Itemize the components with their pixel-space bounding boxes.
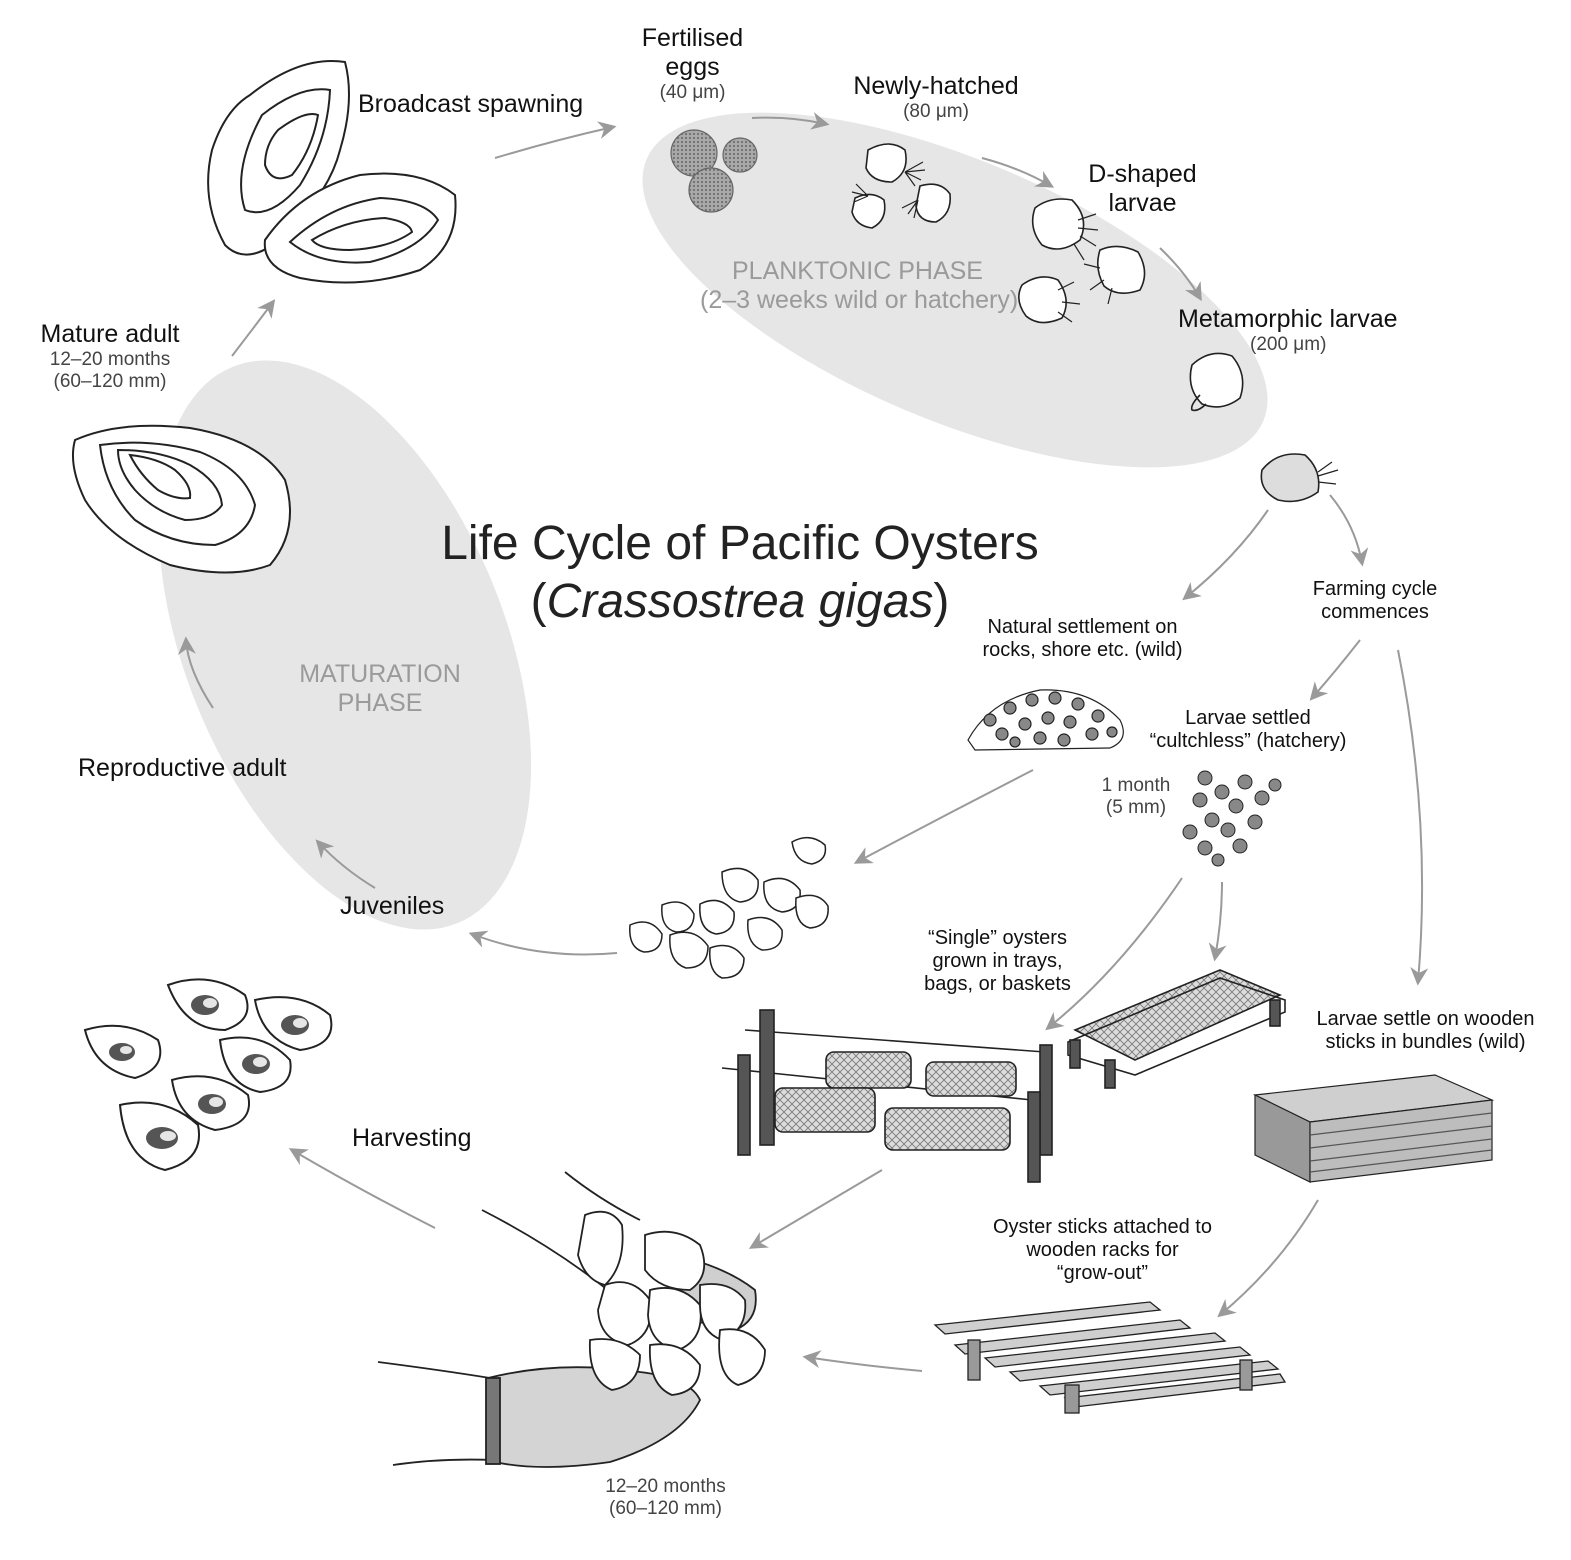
arrow-juveniles-to-reproductive <box>315 839 376 889</box>
harvest-oysters-illustration <box>83 978 333 1172</box>
arrow-spawning-to-eggs <box>494 121 617 159</box>
arrow-natural-to-juveniles <box>853 769 1034 864</box>
harvesting-label: Harvesting <box>352 1124 472 1152</box>
natural-settlement-label: Natural settlement on rocks, shore etc. … <box>982 616 1183 661</box>
arrow-to-natural-settlement <box>1182 509 1269 601</box>
maturation-phase-label: MATURATION PHASE <box>299 660 461 717</box>
arrow-dshaped-to-metamorphic <box>1159 247 1202 302</box>
title-line-2: (Crassostrea gigas) <box>530 574 950 628</box>
metamorphic-larva-illustration <box>1189 352 1339 503</box>
mature-adult-illustration <box>72 424 291 574</box>
diagram-title: Life Cycle of Pacific Oysters (Crassostr… <box>420 515 1060 630</box>
arrow-to-farming-cycle <box>1329 494 1369 567</box>
grow-out-racks-illustration <box>933 1301 1287 1414</box>
arrow-farming-to-sticks <box>1397 649 1429 986</box>
title-species-name: Crassostrea gigas <box>546 574 934 628</box>
arrow-juvseed-to-juveniles <box>468 930 618 956</box>
arrow-sticks-to-racks <box>1217 1199 1319 1318</box>
arrow-cultchless-to-lines <box>1045 877 1183 1031</box>
title-line-1: Life Cycle of Pacific Oysters <box>441 517 1039 570</box>
spawning-oyster-illustration <box>207 60 457 284</box>
reproductive-adult-label: Reproductive adult <box>78 754 287 782</box>
d-shaped-larvae-label: D-shaped larvae <box>1088 160 1197 217</box>
fertilised-eggs-illustration <box>670 129 758 213</box>
mature-adult-label: Mature adult 12–20 months (60–120 mm) <box>40 320 180 392</box>
newly-hatched-illustration <box>851 143 952 229</box>
one-month-label: 1 month (5 mm) <box>1101 775 1171 818</box>
wooden-sticks-label: Larvae settle on wooden sticks in bundle… <box>1316 1008 1535 1053</box>
fertilised-eggs-label: Fertilised eggs (40 μm) <box>641 24 744 103</box>
arrow-hatched-to-dshaped <box>981 157 1055 188</box>
arrow-racks-to-harvest <box>802 1350 923 1372</box>
cultchless-spat-illustration <box>1182 770 1282 867</box>
arrow-mature-to-spawning <box>231 299 276 357</box>
stick-bundles-illustration <box>1252 1074 1495 1183</box>
natural-settlement-illustration <box>967 689 1124 751</box>
cycle-arrows <box>177 112 1429 1372</box>
d-shaped-larvae-illustration <box>1018 198 1146 324</box>
metamorphic-larvae-label: Metamorphic larvae (200 μm) <box>1178 305 1398 355</box>
single-oysters-label: “Single” oysters grown in trays, bags, o… <box>924 927 1071 995</box>
longline-baskets-illustration <box>721 1009 1053 1183</box>
broadcast-spawning-label: Broadcast spawning <box>358 90 584 118</box>
arrow-cultchless-to-trays <box>1208 881 1227 962</box>
planktonic-phase-label: PLANKTONIC PHASE (2–3 weeks wild or hatc… <box>700 257 1019 314</box>
arrow-harvest-to-market <box>288 1148 436 1229</box>
arrow-farming-to-cultchless <box>1309 639 1361 701</box>
trestle-tray-illustration <box>1067 969 1286 1089</box>
farming-cycle-label: Farming cycle commences <box>1312 578 1438 623</box>
harvest-hands-illustration <box>377 1171 766 1468</box>
arrow-eggs-to-hatched <box>751 112 830 130</box>
grow-out-label: Oyster sticks attached to wooden racks f… <box>993 1216 1212 1284</box>
juveniles-label: Juveniles <box>340 892 445 920</box>
maturation-phase-area <box>158 360 532 930</box>
harvest-age-label: 12–20 months (60–120 mm) <box>605 1476 726 1519</box>
juvenile-oysters-illustration <box>629 836 829 979</box>
arrow-reproductive-to-mature <box>177 636 214 709</box>
arrow-lines-to-harvest <box>748 1169 883 1249</box>
newly-hatched-label: Newly-hatched (80 μm) <box>853 72 1019 122</box>
planktonic-phase-area <box>642 112 1268 468</box>
larvae-settled-label: Larvae settled “cultchless” (hatchery) <box>1149 707 1347 752</box>
